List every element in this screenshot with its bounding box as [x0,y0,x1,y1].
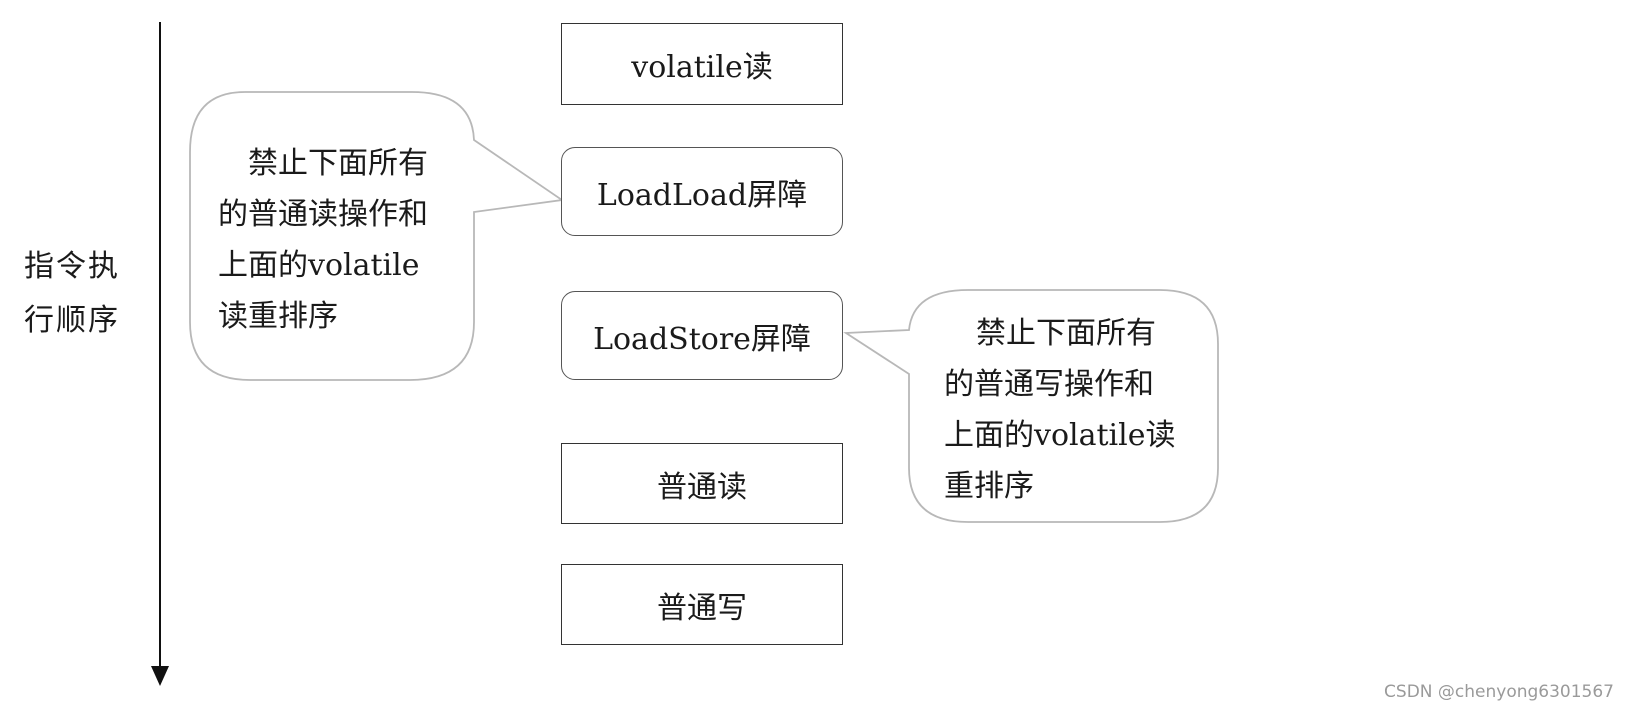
callout-right-line: 禁止下面所有 [976,316,1156,351]
execution-order-label-line2: 行顺序 [24,303,120,338]
callout-left-line: 上面的volatile [218,248,420,283]
callout-left-line: 的普通读操作和 [218,197,428,232]
csdn-watermark: CSDN @chenyong6301567 [1384,682,1614,702]
normal-read-box: 普通读 [561,443,843,524]
callout-right-line: 上面的volatile读 [944,418,1176,453]
callout-right-line: 重排序 [944,469,1034,504]
callout-left-line: 禁止下面所有 [248,146,428,181]
callout-right-text: 禁止下面所有 的普通写操作和 上面的volatile读 重排序 [944,308,1176,512]
volatile-read-box: volatile读 [561,23,843,105]
callout-left-bubble [189,91,565,381]
loadload-barrier-box: LoadLoad屏障 [561,147,843,236]
axis-arrowhead [151,666,169,686]
callout-left-text: 禁止下面所有 的普通读操作和 上面的volatile 读重排序 [218,138,428,342]
loadstore-barrier-box: LoadStore屏障 [561,291,843,380]
execution-order-label: 指令执 行顺序 [24,240,134,348]
normal-write-box: 普通写 [561,564,843,645]
callout-right-line: 的普通写操作和 [944,367,1154,402]
execution-order-label-line1: 指令执 [24,249,120,284]
callout-right-bubble [843,289,1219,523]
callout-left-line: 读重排序 [218,299,338,334]
